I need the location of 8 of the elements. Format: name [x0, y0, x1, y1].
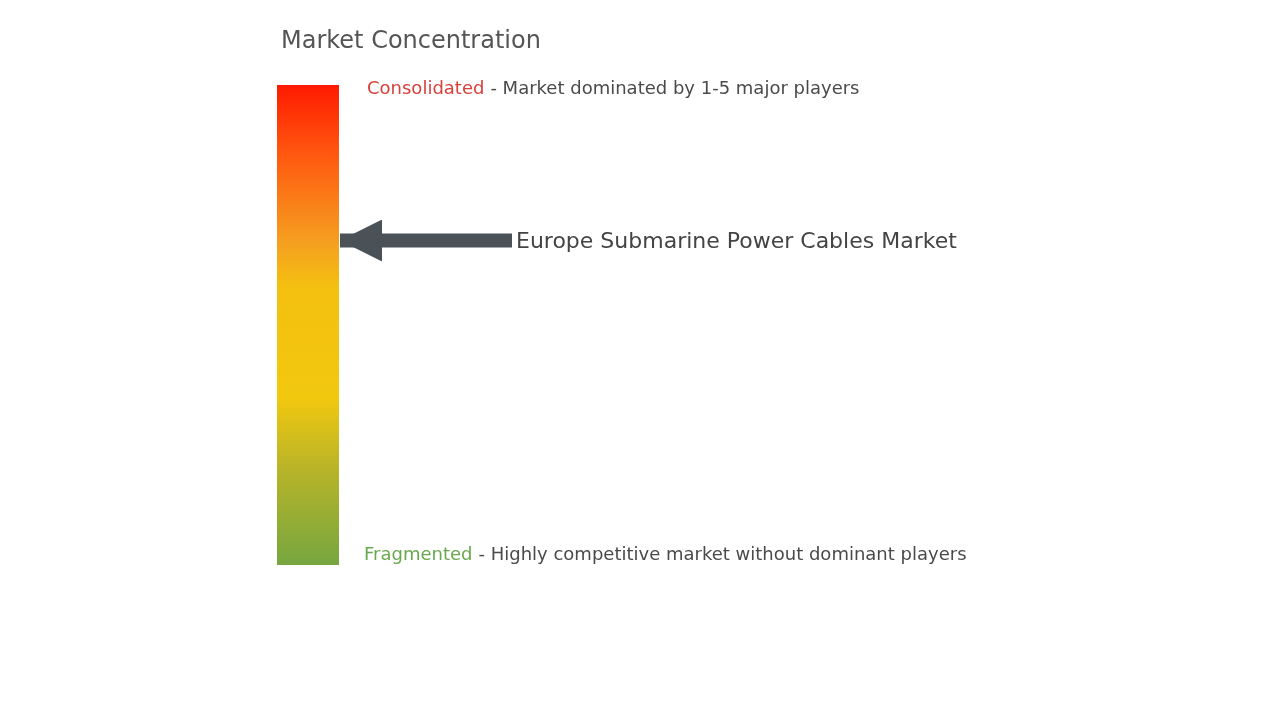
- scale-description: - Market dominated by 1-5 major players: [490, 77, 860, 98]
- arrow: [340, 219, 512, 262]
- chart-title: Market Concentration: [281, 26, 541, 54]
- concentration-bar: [277, 85, 339, 565]
- market-label: Europe Submarine Power Cables Market: [516, 228, 957, 253]
- scale-bottom-label: Fragmented: [364, 543, 473, 564]
- scale-description: - Highly competitive market without dominant players: [478, 543, 967, 564]
- scale-top-label: Consolidated: [367, 77, 485, 98]
